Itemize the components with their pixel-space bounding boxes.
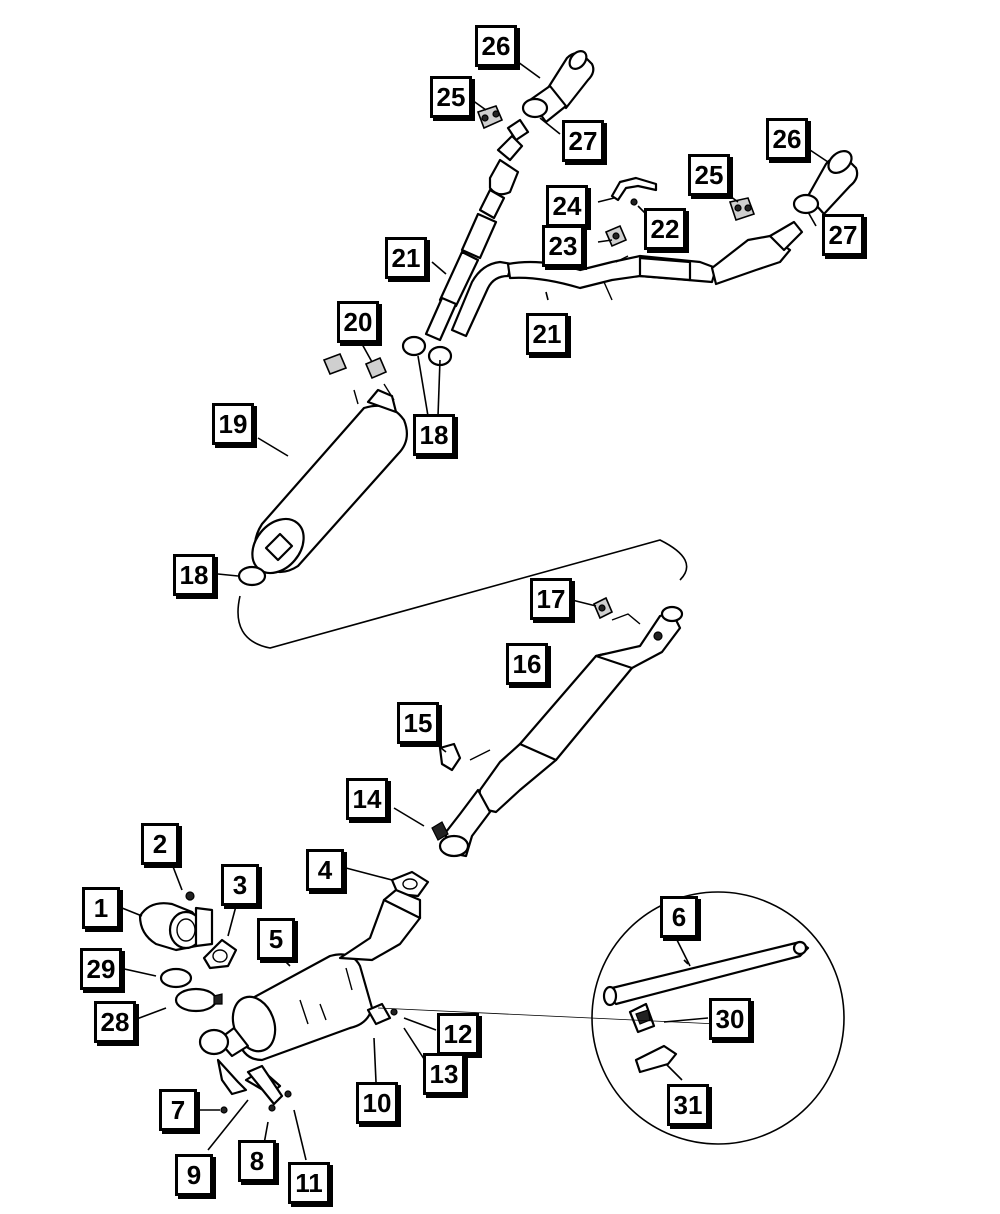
callout-5[interactable]: 5 <box>257 918 295 960</box>
clamp-left-tip <box>521 97 549 119</box>
callout-20[interactable]: 20 <box>337 301 379 343</box>
callout-16[interactable]: 16 <box>506 643 548 685</box>
callout-25-left[interactable]: 25 <box>430 76 472 118</box>
callout-18-top[interactable]: 18 <box>413 414 455 456</box>
tailpipe-tip-right <box>792 150 859 216</box>
isolator-23 <box>604 224 628 248</box>
bracket-9 <box>246 1064 284 1106</box>
callout-8[interactable]: 8 <box>238 1140 276 1182</box>
callout-12[interactable]: 12 <box>437 1013 479 1055</box>
callout-6[interactable]: 6 <box>660 896 698 938</box>
sensor-bracket-15 <box>438 742 462 772</box>
callout-31[interactable]: 31 <box>667 1084 709 1126</box>
dpf-assembly-5 <box>198 888 422 1096</box>
callout-14[interactable]: 14 <box>346 778 388 820</box>
nut-2 <box>185 891 195 901</box>
hanger-bracket-24 <box>610 176 658 206</box>
clamp-28 <box>174 987 223 1013</box>
callout-7[interactable]: 7 <box>159 1089 197 1131</box>
detail-circle <box>591 891 845 1145</box>
callout-27-left[interactable]: 27 <box>562 120 604 162</box>
right-tailpipe-assembly <box>506 220 804 301</box>
clamp-18-lower <box>237 565 267 587</box>
callout-4[interactable]: 4 <box>306 849 344 891</box>
callout-23[interactable]: 23 <box>542 225 584 267</box>
callout-10[interactable]: 10 <box>356 1082 398 1124</box>
tailpipe-tip-left <box>528 50 595 124</box>
callout-11[interactable]: 11 <box>288 1162 330 1204</box>
callout-29[interactable]: 29 <box>80 948 122 990</box>
callout-17[interactable]: 17 <box>530 578 572 620</box>
isolators-20 <box>322 352 388 380</box>
isolator-17 <box>592 596 614 620</box>
muffler-19 <box>251 383 409 575</box>
callout-9[interactable]: 9 <box>175 1154 213 1196</box>
callout-1[interactable]: 1 <box>82 887 120 929</box>
isolator-25-right <box>728 197 756 222</box>
nut-11 <box>284 1090 292 1098</box>
heat-shield-10-12-13 <box>366 1002 398 1026</box>
break-line-loop <box>237 539 688 649</box>
callout-27-right[interactable]: 27 <box>822 214 864 256</box>
callout-28[interactable]: 28 <box>94 1001 136 1043</box>
sensor-14 <box>431 821 449 841</box>
bolt-7 <box>220 1106 228 1114</box>
left-resonator-pipe <box>424 118 530 342</box>
isolator-25-left <box>476 105 504 130</box>
catalyst-16 <box>438 605 684 858</box>
callout-3[interactable]: 3 <box>221 864 259 906</box>
callout-26-right[interactable]: 26 <box>766 118 808 160</box>
callout-21-left[interactable]: 21 <box>385 237 427 279</box>
callout-13[interactable]: 13 <box>423 1053 465 1095</box>
leader-lines <box>119 61 829 1161</box>
bolt-8 <box>268 1104 276 1112</box>
callout-26-left[interactable]: 26 <box>475 25 517 67</box>
callout-15[interactable]: 15 <box>397 702 439 744</box>
callout-18-lower[interactable]: 18 <box>173 554 215 596</box>
callout-21-right[interactable]: 21 <box>526 313 568 355</box>
callout-25-right[interactable]: 25 <box>688 154 730 196</box>
callout-22[interactable]: 22 <box>644 208 686 250</box>
callout-30[interactable]: 30 <box>709 998 751 1040</box>
callout-24[interactable]: 24 <box>546 185 588 227</box>
callout-2[interactable]: 2 <box>141 823 179 865</box>
clamps-18-top <box>401 335 453 367</box>
turbo-adapter-1 <box>138 902 214 952</box>
gasket-3 <box>202 938 238 970</box>
callout-19[interactable]: 19 <box>212 403 254 445</box>
ring-29 <box>159 967 193 989</box>
